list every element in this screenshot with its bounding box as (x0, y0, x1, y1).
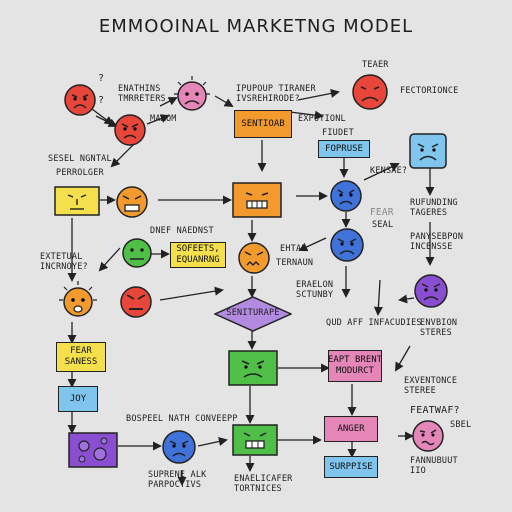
label-ternaun: TERNAUN (276, 258, 314, 268)
box-sofeets: SOFEETS, EQUANRNG (170, 242, 226, 268)
arrow (298, 237, 327, 252)
grimace-box-icon (232, 424, 278, 456)
label-featwaf: FEATWAF? (410, 405, 460, 416)
arrow (214, 95, 234, 107)
crying-face-icon (162, 430, 196, 464)
label-fannuuut: FANNUBUUT IIO (410, 456, 458, 476)
virus-box-icon (68, 432, 118, 468)
arrow (289, 110, 324, 120)
arrow (398, 294, 415, 304)
label-teaer: TEAER (362, 60, 389, 70)
label-fectorionce: FECTORIONCE (400, 86, 459, 96)
grumpy-box-icon (228, 350, 278, 386)
decision-diamond (214, 296, 292, 332)
label-qud: QUD AFF INFACUDIES (326, 318, 422, 328)
label-q1: ? (98, 73, 105, 84)
label-rufing: RUFUNDING TAGERES (410, 198, 458, 218)
arrow (146, 114, 170, 125)
label-enaelicafer: ENAELICAFER TORTNICES (234, 474, 293, 494)
arrow (95, 115, 118, 127)
label-dnf: DNEF NAEDNST (150, 226, 214, 236)
diagram-title: EMMOOINAL MARKETNG MODEL (98, 16, 414, 37)
frown-face-icon (330, 228, 364, 262)
label-enathins: ENATHINS TMRRETERS (118, 84, 166, 104)
label-exventonce: EXVENTONCE STEREE (404, 376, 458, 396)
label-envbion: ENVBION STERES (420, 318, 458, 338)
distressed-face-icon (414, 274, 448, 308)
label-fiudet: FIUDET (322, 128, 354, 138)
label-fear: FEAR (370, 207, 394, 218)
scared-face-icon (409, 133, 447, 169)
box-fopruse: FOPRUSE (318, 140, 370, 158)
box-joy: JOY (58, 386, 98, 412)
furious-face-icon (120, 286, 152, 318)
worried-face-icon (330, 180, 362, 212)
label-eraelon: ERAELON SCTUNBY (296, 280, 334, 300)
label-supreme: SUPRENE ALK PARPOCTIVS (148, 470, 207, 490)
angry-face-icon (64, 84, 96, 116)
label-extetual: EXTETUAL INCRNOYE? (40, 252, 88, 272)
label-ehtal: EHTAL (280, 244, 307, 254)
arrow (297, 88, 340, 101)
upset-face-icon (174, 76, 210, 111)
nervous-face-icon (122, 238, 152, 268)
arrow (363, 162, 400, 181)
arrow (98, 247, 121, 272)
arrow (159, 97, 178, 107)
label-sbel: SBEL (450, 420, 472, 430)
box-anger: ANGER (324, 416, 378, 442)
label-ipupoup: IPUPOUP TIRANER IVSREHIRODE? (236, 84, 316, 104)
arrow (197, 437, 228, 447)
grimace-face-icon (116, 186, 148, 218)
label-q2: ? (98, 95, 105, 106)
arrow (395, 345, 411, 372)
annoyed-face-icon (238, 242, 270, 274)
confused-face-icon (412, 420, 444, 452)
box-eapt-brent: EAPT BRENT MODURCT (328, 350, 382, 382)
label-maron: MAROM (150, 114, 177, 124)
label-expotioml: EXPOTIONL (298, 114, 346, 124)
worried-square-icon (54, 186, 100, 216)
diamond-label: SENITURAPE (226, 308, 280, 318)
label-bospel: BOSPEEL NATH CONVEEPP (126, 414, 238, 424)
box-fear-sanness: FEAR SANESS (56, 342, 106, 372)
label-seal: SEAL (372, 220, 394, 230)
label-panysebpon: PANYSEBPON INCENSSE (410, 232, 464, 252)
arrow (373, 279, 383, 316)
label-perrolger: PERROLGER (56, 168, 104, 178)
label-sesel: SESEL NGNTAL (48, 154, 112, 164)
arrow (159, 286, 224, 301)
angry-face-icon (114, 114, 146, 146)
shocked-face-icon (59, 281, 97, 317)
box-sentioab: SENTIOAB (234, 110, 292, 138)
label-kenshe: KENSAE? (370, 166, 408, 176)
box-surprise: SURPPISE (324, 456, 378, 478)
sad-face-icon (352, 74, 388, 110)
grin-box-icon (232, 182, 282, 218)
